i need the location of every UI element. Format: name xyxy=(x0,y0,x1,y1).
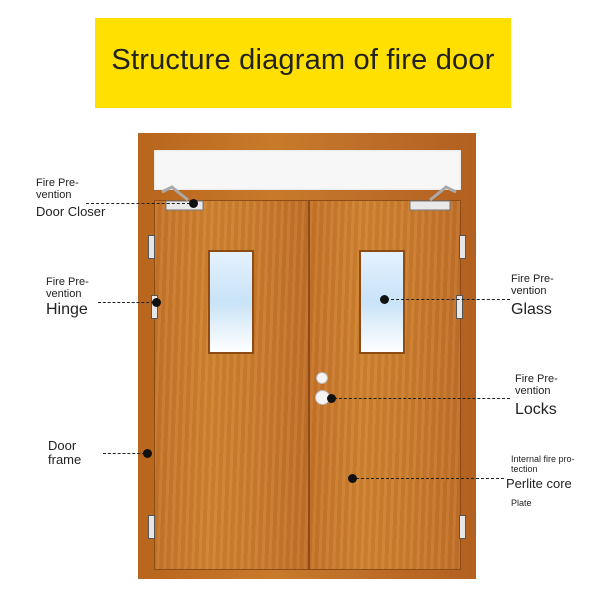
hinge-left-top xyxy=(148,235,155,259)
hinge-right-bottom xyxy=(459,515,466,539)
dot-locks xyxy=(327,394,336,403)
leader-closer xyxy=(86,203,190,204)
core-label-sub: Plate xyxy=(511,498,532,508)
right-door-closer xyxy=(409,185,457,211)
locks-label-line1: Fire Pre- xyxy=(515,373,558,385)
diagram-title: Structure diagram of fire door xyxy=(111,44,495,76)
closer-label: Door Closer xyxy=(36,204,106,219)
hinge-label-line1: Fire Pre- xyxy=(46,276,89,288)
dot-frame xyxy=(143,449,152,458)
left-door-closer xyxy=(161,185,204,211)
door-knob-top xyxy=(316,372,328,384)
closer-label-line2: vention xyxy=(36,189,72,201)
leader-locks xyxy=(334,398,510,399)
locks-label: Locks xyxy=(515,401,557,418)
hinge-label: Hinge xyxy=(46,301,88,318)
leader-glass xyxy=(386,299,510,300)
hinge-left-middle xyxy=(151,295,158,319)
locks-label-line2: vention xyxy=(515,385,551,397)
leader-core xyxy=(356,478,504,479)
left-glass-window xyxy=(208,250,254,354)
hinge-right-top xyxy=(459,235,466,259)
frame-label-line1: Door xyxy=(48,438,77,453)
title-banner: Structure diagram of fire door xyxy=(95,18,511,108)
core-label-line1: Internal fire pro- xyxy=(511,454,575,464)
leader-frame xyxy=(103,453,145,454)
hinge-right-middle xyxy=(456,295,463,319)
closer-label-line1: Fire Pre- xyxy=(36,177,79,189)
hinge-left-bottom xyxy=(148,515,155,539)
transom-panel xyxy=(154,150,461,190)
hinge-label-line2: vention xyxy=(46,288,82,300)
glass-label-line2: vention xyxy=(511,285,547,297)
glass-label: Glass xyxy=(511,301,552,318)
core-label-line2: tection xyxy=(511,464,538,474)
leader-hinge xyxy=(98,302,154,303)
core-label: Perlite core xyxy=(506,476,572,491)
dot-core xyxy=(348,474,357,483)
frame-label-line2: frame xyxy=(48,452,82,467)
dot-glass xyxy=(380,295,389,304)
dot-hinge xyxy=(152,298,161,307)
glass-label-line1: Fire Pre- xyxy=(511,273,554,285)
dot-closer xyxy=(189,199,198,208)
